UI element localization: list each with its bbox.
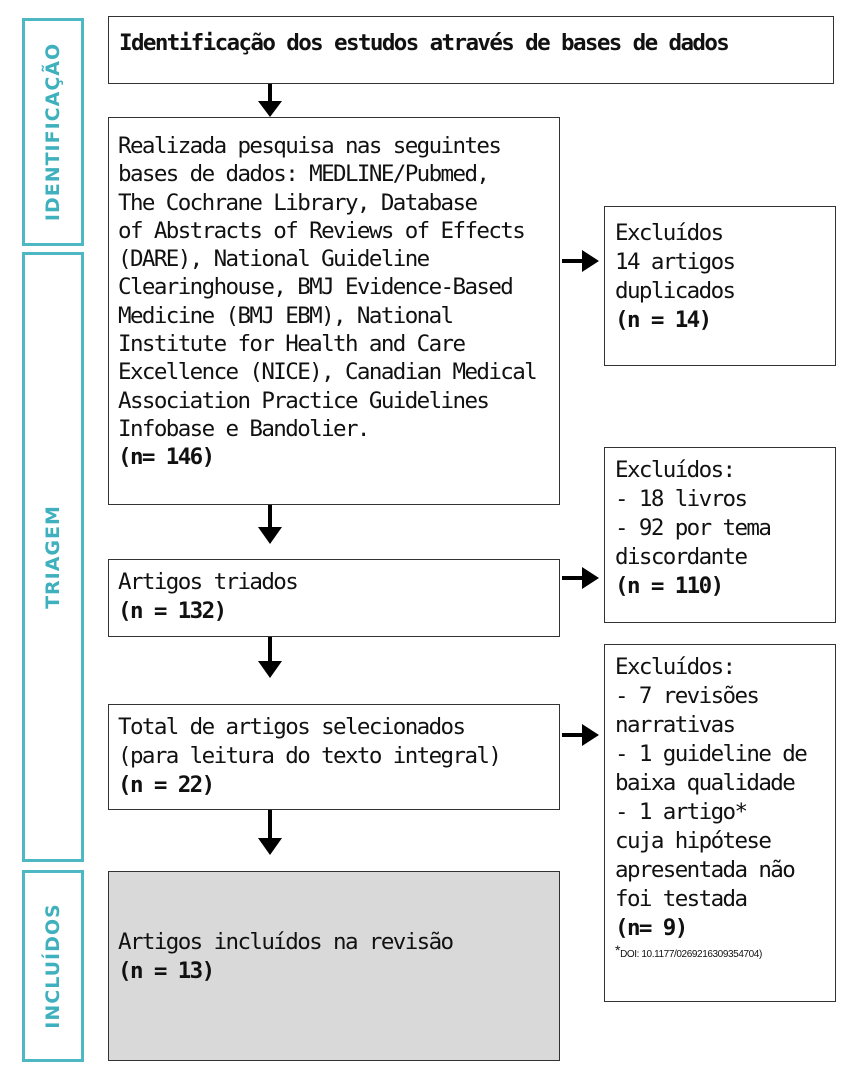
search-line: Realizada pesquisa nas seguintes bbox=[118, 133, 502, 159]
exclusion-line: 14 artigos bbox=[615, 249, 736, 275]
included-label: Artigos incluídos na revisão bbox=[118, 929, 454, 955]
selected-line: (para leitura do texto integral) bbox=[118, 743, 502, 769]
stage-screening: TRIAGEM bbox=[22, 252, 84, 862]
search-line: Association Practice Guidelines bbox=[118, 387, 490, 414]
exclusion-line: baixa qualidade bbox=[615, 770, 796, 796]
search-line: Medicine (BMJ EBM), National bbox=[118, 302, 454, 329]
exclusion-line: Excluídos bbox=[615, 220, 724, 246]
screened-box: Artigos triados (n = 132) bbox=[108, 559, 560, 637]
search-line: (DARE), National Guideline bbox=[118, 246, 430, 273]
exclusion-line: duplicados bbox=[615, 278, 736, 304]
title-text: Identificação dos estudos através de bas… bbox=[119, 30, 730, 56]
title-box: Identificação dos estudos através de bas… bbox=[108, 16, 834, 84]
doi-footnote: *DOI: 10.1177/0269216309354704) bbox=[615, 943, 825, 962]
stage-screening-label: TRIAGEM bbox=[42, 505, 64, 609]
arrow-down-1 bbox=[258, 84, 282, 117]
exclusion-line: apresentada não bbox=[615, 857, 796, 883]
exclusion-line: Excluídos: bbox=[615, 457, 736, 483]
exclusion-line: - 92 por tema bbox=[615, 515, 772, 541]
exclusion-screening-box: Excluídos: - 18 livros - 92 por tema dis… bbox=[604, 447, 836, 623]
arrow-right-1 bbox=[562, 250, 599, 272]
search-line: Clearinghouse, BMJ Evidence-Based bbox=[118, 274, 514, 301]
exclusion-line: discordante bbox=[615, 544, 748, 570]
exclusion-line: - 1 guideline de bbox=[615, 741, 808, 767]
exclusion-line: foi testada bbox=[615, 886, 748, 912]
selected-line: Total de artigos selecionados bbox=[118, 714, 466, 740]
exclusion-screening-count: (n = 110) bbox=[615, 573, 724, 599]
screened-count: (n = 132) bbox=[118, 598, 227, 624]
search-box: Realizada pesquisa nas seguintes bases d… bbox=[108, 117, 560, 505]
search-line: The Cochrane Library, Database bbox=[118, 189, 478, 216]
arrow-right-2 bbox=[562, 567, 599, 589]
exclusion-line: Excluídos: bbox=[615, 654, 736, 680]
footnote-star: * bbox=[615, 942, 621, 958]
exclusion-line: narrativas bbox=[615, 712, 736, 738]
search-line: Institute for Health and Care bbox=[118, 331, 466, 358]
search-count: (n= 146) bbox=[118, 444, 215, 471]
stage-included-label: INCLUÍDOS bbox=[42, 903, 64, 1029]
exclusion-duplicates-box: Excluídos 14 artigos duplicados (n = 14) bbox=[604, 206, 836, 366]
exclusion-line: - 18 livros bbox=[615, 486, 748, 512]
search-line: bases de dados: MEDLINE/Pubmed, bbox=[118, 161, 490, 188]
selected-count: (n = 22) bbox=[118, 772, 215, 798]
arrow-down-4 bbox=[258, 810, 282, 855]
exclusion-fulltext-box: Excluídos: - 7 revisões narrativas - 1 g… bbox=[604, 644, 836, 1002]
search-line: of Abstracts of Reviews of Effects bbox=[118, 217, 526, 244]
screened-label: Artigos triados bbox=[118, 569, 299, 595]
arrow-down-2 bbox=[258, 505, 282, 544]
arrow-down-3 bbox=[258, 637, 282, 678]
exclusion-line: - 7 revisões bbox=[615, 683, 760, 709]
selected-box: Total de artigos selecionados (para leit… bbox=[108, 704, 560, 810]
included-count: (n = 13) bbox=[118, 958, 215, 984]
exclusion-duplicates-count: (n = 14) bbox=[615, 307, 712, 333]
stage-included: INCLUÍDOS bbox=[22, 870, 84, 1062]
arrow-right-3 bbox=[562, 724, 599, 746]
included-box: Artigos incluídos na revisão (n = 13) bbox=[108, 871, 560, 1061]
doi-text: DOI: 10.1177/0269216309354704) bbox=[620, 949, 762, 960]
stage-identification-label: IDENTIFICAÇÃO bbox=[42, 42, 64, 222]
stage-identification: IDENTIFICAÇÃO bbox=[22, 18, 84, 246]
exclusion-fulltext-count: (n= 9) bbox=[615, 915, 688, 941]
exclusion-line: - 1 artigo* bbox=[615, 799, 748, 825]
search-line: Excellence (NICE), Canadian Medical bbox=[118, 359, 538, 386]
search-line: Infobase e Bandolier. bbox=[118, 415, 370, 442]
exclusion-line: cuja hipótese bbox=[615, 828, 772, 854]
